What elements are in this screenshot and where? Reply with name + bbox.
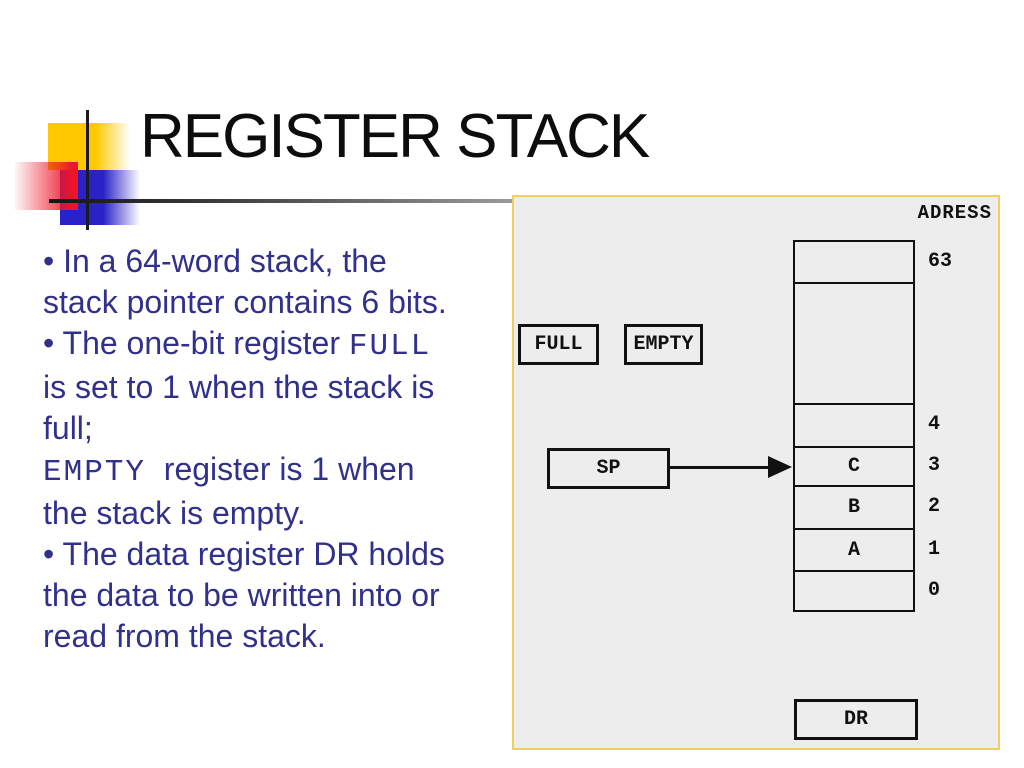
address-label: 2 [928,495,941,518]
address-label: 0 [928,579,941,602]
empty-flag-box: EMPTY [624,324,703,365]
bullet-line-text: stack pointer contains 6 bits. [43,284,447,320]
stack-column: C B A [793,240,915,612]
empty-keyword: EMPTY [43,455,147,490]
bullet-line: stack pointer contains 6 bits. [43,282,447,323]
sp-register-box: SP [547,448,670,489]
decor-vertical-line [86,110,89,230]
bullet-line-text: the data to be written into or [43,577,440,613]
address-label: 1 [928,538,941,561]
bullet-line: the data to be written into or [43,575,447,616]
stack-cell [795,284,913,405]
bullet-line: is set to 1 when the stack is [43,367,447,408]
bullet-line-text: • In a 64-word stack, the [43,243,387,279]
bullet-text-block: • In a 64-word stack, the stack pointer … [43,241,447,657]
address-label: 4 [928,413,941,436]
bullet-line: • The data register DR holds [43,534,447,575]
bullet-line-text: register is 1 when [146,451,415,487]
bullet-line-text: the stack is empty. [43,495,306,531]
full-flag-box: FULL [518,324,599,365]
stack-cell [795,242,913,284]
title-underline [49,199,512,203]
bullet-line: • In a 64-word stack, the [43,241,447,282]
sp-pointer-arrow-line [670,466,772,469]
bullet-line-text: is set to 1 when the stack is [43,369,435,405]
bullet-line: the stack is empty. [43,493,447,534]
address-column-header: ADRESS [917,202,992,224]
sp-pointer-arrow-head [768,456,792,478]
bullet-line-text: • The data register DR holds [43,536,445,572]
stack-cell [795,572,913,610]
bullet-line-text: • The one-bit register [43,325,349,361]
address-label: 63 [928,250,953,273]
bullet-line-text: read from the stack. [43,618,326,654]
dr-register-box: DR [794,699,918,740]
bullet-line: • The one-bit register FULL [43,323,447,367]
bullet-line: full; [43,408,447,449]
bullet-line: read from the stack. [43,616,447,657]
bullet-line: EMPTY register is 1 when [43,449,447,493]
stack-cell [795,405,913,448]
full-keyword: FULL [348,329,432,364]
slide-title: REGISTER STACK [140,102,650,171]
stack-cell: A [795,530,913,572]
stack-cell: B [795,487,913,530]
diagram-panel: ADRESS FULL EMPTY SP C B A 63 4 3 2 1 0 … [512,195,1000,750]
address-label: 3 [928,454,941,477]
bullet-line-text: full; [43,410,93,446]
stack-cell: C [795,448,913,487]
